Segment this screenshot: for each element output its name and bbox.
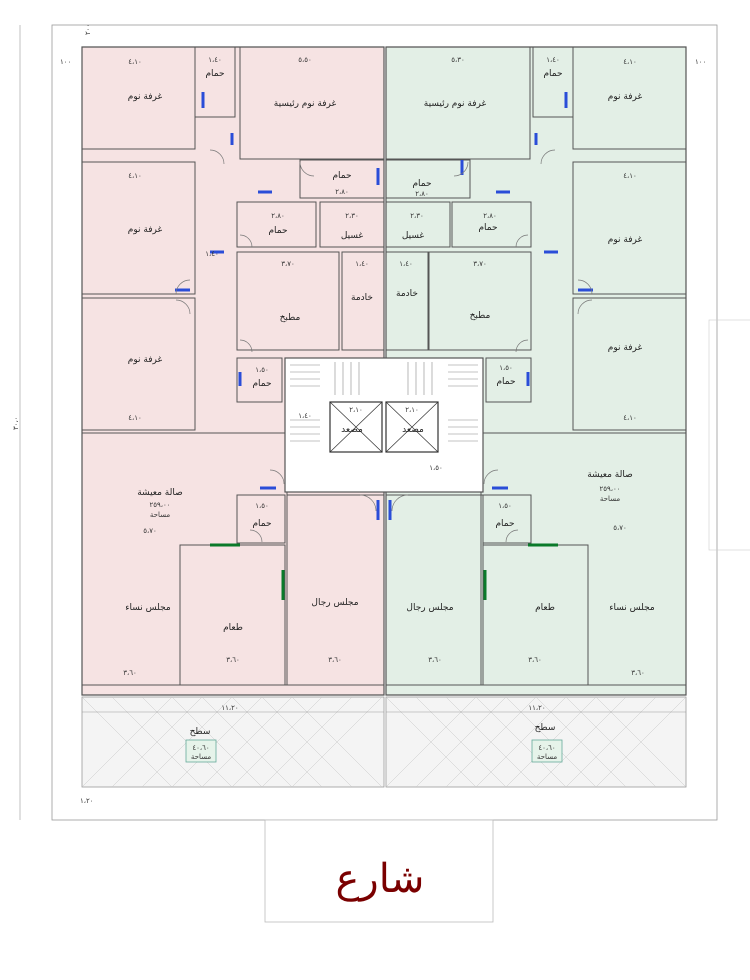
left-mens-majlis-label: مجلس رجال bbox=[311, 598, 358, 608]
stair-dim: ١،٤٠ bbox=[298, 412, 312, 420]
right-bath-mid-label: حمام bbox=[478, 223, 497, 233]
windows bbox=[175, 92, 593, 600]
street-label: شارع bbox=[336, 856, 425, 902]
left-bath-master-label: حمام bbox=[332, 171, 351, 181]
right-mens-majlis-label: مجلس رجال bbox=[406, 603, 453, 613]
left-ladies-majlis-label: مجلس نساء bbox=[125, 603, 171, 613]
left-kitchen-dim: ٣،٧٠ bbox=[281, 260, 295, 268]
roof-terraces bbox=[81, 696, 687, 788]
right-maid-dim: ١،٤٠ bbox=[399, 260, 413, 268]
right-bath-small-label: حمام bbox=[496, 377, 515, 387]
right-living-area: ٢٥٩،٠٠ bbox=[599, 485, 620, 493]
right-ladies-majlis-label: مجلس نساء bbox=[609, 603, 655, 613]
right-roof-dim: ١١،٢٠ bbox=[528, 704, 545, 712]
left-bath-small-label: حمام bbox=[252, 379, 271, 389]
left-laundry-dim: ٢،٣٠ bbox=[345, 212, 359, 220]
elevator-right-dim: ٢،١٠ bbox=[405, 406, 419, 414]
left-bedroom-2-label: غرفة نوم bbox=[128, 225, 163, 235]
right-kitchen-dim: ٣،٧٠ bbox=[473, 260, 487, 268]
top-dim: ٢٠٠ bbox=[84, 24, 92, 35]
left-bath-top-dim: ١،٤٠ bbox=[208, 56, 222, 64]
left-bedroom-1-label: غرفة نوم bbox=[128, 92, 163, 102]
left-bedroom-1-dim: ٤،١٠ bbox=[128, 58, 142, 66]
landing-dim: ١،٥٠ bbox=[429, 464, 443, 472]
right-roof-area-label: مساحة bbox=[537, 753, 557, 761]
right-living-area-label: مساحة bbox=[600, 495, 620, 503]
right-bedroom-3-label: غرفة نوم bbox=[608, 343, 643, 353]
left-bath-small-dim: ١،٥٠ bbox=[255, 366, 269, 374]
stair-core bbox=[284, 357, 484, 493]
left-master-label: غرفة نوم رئيسية bbox=[274, 99, 337, 109]
right-bedroom-1-dim: ٤،١٠ bbox=[623, 58, 637, 66]
top-right-margin: ١٠٠ bbox=[695, 58, 706, 66]
side-dim: ١،٢٠ bbox=[80, 797, 94, 805]
left-dining-dim: ٣،٦٠ bbox=[226, 656, 240, 664]
right-bedroom-2-dim: ٤،١٠ bbox=[623, 172, 637, 180]
left-roof-label: سطح bbox=[190, 727, 211, 737]
right-kitchen-label: مطبخ bbox=[470, 311, 491, 321]
left-laundry-label: غسيل bbox=[341, 231, 364, 241]
left-bath-top-label: حمام bbox=[205, 69, 224, 79]
left-bath-master-dim: ٢،٨٠ bbox=[335, 188, 349, 196]
right-bath-small-dim: ١،٥٠ bbox=[499, 364, 513, 372]
overall-height-dim: ٣٠،٠ bbox=[12, 416, 20, 430]
left-bedroom-2-dim: ٤،١٠ bbox=[128, 172, 142, 180]
right-maid-label: خادمة bbox=[396, 289, 418, 299]
right-master-label: غرفة نوم رئيسية bbox=[424, 99, 487, 109]
right-bath-top-label: حمام bbox=[543, 69, 562, 79]
left-living-dim: ٥،٧٠ bbox=[143, 527, 157, 535]
right-unit-walls bbox=[385, 46, 687, 686]
left-living-label: صالة معيشة bbox=[137, 488, 183, 498]
left-living-area-label: مساحة bbox=[150, 511, 170, 519]
right-bath-top-dim: ١،٤٠ bbox=[546, 56, 560, 64]
elevator-left-dim: ٢،١٠ bbox=[349, 406, 363, 414]
left-kitchen-label: مطبخ bbox=[280, 313, 301, 323]
left-bath-mid-dim: ٢،٨٠ bbox=[271, 212, 285, 220]
right-bedroom-1-label: غرفة نوم bbox=[608, 92, 643, 102]
left-roof-area-label: مساحة bbox=[191, 753, 211, 761]
right-laundry-dim: ٢،٣٠ bbox=[410, 212, 424, 220]
left-bath-lower-dim: ١،٥٠ bbox=[255, 502, 269, 510]
left-ladies-majlis-dim: ٣،٦٠ bbox=[123, 669, 137, 677]
right-bath-mid-dim: ٢،٨٠ bbox=[483, 212, 497, 220]
left-corridor-dim: ١،٤٠ bbox=[205, 250, 219, 258]
right-bath-master-label: حمام bbox=[412, 179, 431, 189]
left-bedroom-3-label: غرفة نوم bbox=[128, 355, 163, 365]
right-bath-lower-dim: ١،٥٠ bbox=[498, 502, 512, 510]
right-laundry-label: غسيل bbox=[402, 231, 425, 241]
left-master-dim: ٥،٥٠ bbox=[298, 56, 312, 64]
right-master-dim: ٥،٣٠ bbox=[451, 56, 465, 64]
left-bath-lower-label: حمام bbox=[252, 519, 271, 529]
right-roof-label: سطح bbox=[535, 723, 556, 733]
right-bedroom-3-dim: ٤،١٠ bbox=[623, 414, 637, 422]
left-roof-area: ٤٠،٦٠ bbox=[192, 744, 209, 752]
right-bedroom-2-label: غرفة نوم bbox=[608, 235, 643, 245]
left-maid-label: خادمة bbox=[351, 293, 373, 303]
right-dining-dim: ٣،٦٠ bbox=[528, 656, 542, 664]
left-bedroom-3-dim: ٤،١٠ bbox=[128, 414, 142, 422]
left-mens-majlis-dim: ٣،٦٠ bbox=[328, 656, 342, 664]
elevator-left-label: مصعد bbox=[341, 425, 363, 435]
left-dining-label: طعام bbox=[223, 623, 243, 633]
right-mens-majlis-dim: ٣،٦٠ bbox=[428, 656, 442, 664]
street-box bbox=[264, 819, 494, 923]
right-dining-label: طعام bbox=[535, 603, 555, 613]
left-maid-dim: ١،٤٠ bbox=[355, 260, 369, 268]
left-roof-dim: ١١،٢٠ bbox=[221, 704, 238, 712]
right-living-dim: ٥،٧٠ bbox=[613, 524, 627, 532]
left-bath-mid-label: حمام bbox=[268, 226, 287, 236]
right-bath-master-dim: ٢،٨٠ bbox=[415, 190, 429, 198]
top-left-margin: ١٠٠ bbox=[60, 58, 71, 66]
right-roof-area: ٤٠،٦٠ bbox=[538, 744, 555, 752]
door-swings bbox=[175, 149, 593, 543]
side-panel bbox=[708, 319, 750, 551]
elevator-right-label: مصعد bbox=[402, 425, 424, 435]
right-bath-lower-label: حمام bbox=[495, 519, 514, 529]
right-ladies-majlis-dim: ٣،٦٠ bbox=[631, 669, 645, 677]
right-living-label: صالة معيشة bbox=[587, 470, 633, 480]
left-living-area: ٢٥٩،٠٠ bbox=[149, 501, 170, 509]
